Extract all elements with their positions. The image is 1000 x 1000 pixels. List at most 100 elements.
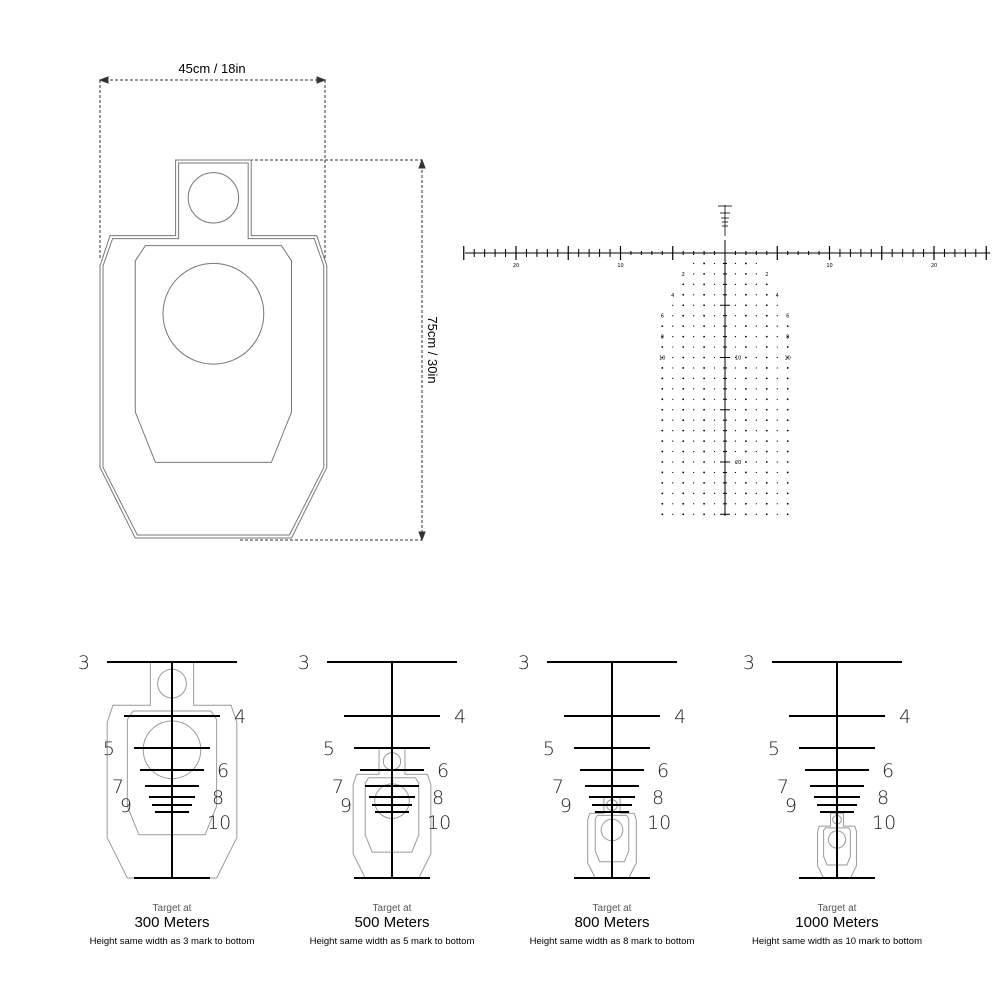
reticle-row-label-left: 6 [661, 314, 664, 320]
panel-note: Height same width as 8 mark to bottom [529, 936, 695, 947]
reticle-holdover-dot [661, 513, 664, 516]
reticle-holdover-dot [786, 367, 789, 369]
reticle-holdover-dot [755, 377, 757, 379]
reticle-holdover-dot [765, 461, 768, 463]
reticle-holdover-dot [755, 336, 757, 338]
reticle-vertical-label: 10 [735, 356, 741, 362]
reticle-holdover-dot [661, 367, 664, 369]
reticle-holdover-dot [672, 430, 674, 432]
reticle-holdover-dot [745, 450, 747, 453]
reticle-holdover-dot [786, 325, 789, 328]
reticle-holdover-dot [703, 471, 705, 474]
reticle-holdover-dot [755, 513, 757, 515]
reticle-holdover-dot [672, 388, 674, 390]
reticle-holdover-dot [776, 336, 778, 338]
reticle-holdover-dot [713, 461, 716, 463]
reticle-holdover-dot [713, 503, 716, 505]
reticle-holdover-dot [765, 314, 768, 317]
reticle-holdover-dot [661, 325, 664, 328]
reticle-holdover-dot [661, 408, 664, 411]
reticle-holdover-dot [672, 419, 674, 421]
reticle-holdover-dot [734, 356, 737, 359]
reticle-holdover-dot [703, 398, 705, 401]
reticle-holdover-dot [776, 388, 778, 390]
stadia-label: 9 [560, 795, 572, 817]
reticle-holdover-dot [693, 419, 695, 421]
reticle-holdover-dot [672, 440, 674, 442]
reticle-holdover-dot [693, 492, 695, 494]
reticle-holdover-dot [745, 346, 747, 348]
reticle-holdover-dot [765, 513, 768, 516]
reticle-holdover-dot [745, 513, 747, 516]
stadia-label: 8 [432, 787, 444, 809]
reticle-holdover-dot [745, 367, 747, 369]
reticle-holdover-dot [745, 377, 747, 380]
reticle-holdover-dot [713, 346, 716, 348]
reticle-row-label-right: 10 [785, 356, 791, 362]
target-body-zone [594, 814, 630, 863]
reticle-holdover-dot [755, 283, 757, 285]
reticle-holdover-dot [682, 283, 685, 286]
reticle-holdover-dot [734, 262, 737, 265]
reticle-holdover-dot [734, 273, 737, 275]
reticle-holdover-dot [776, 440, 778, 442]
stadia-label: 9 [120, 795, 132, 817]
reticle-holdover-dot [713, 304, 716, 306]
reticle-holdover-dot [755, 398, 757, 400]
reticle-holdover-dot [682, 304, 685, 307]
width-dimension [98, 76, 327, 260]
reticle-holdover-dot [776, 513, 778, 515]
reticle-holdover-dot [734, 419, 737, 421]
reticle-vertical-label: 20 [735, 460, 741, 466]
reticle-holdover-dot [693, 336, 695, 338]
reticle-holdover-dot [786, 398, 789, 401]
reticle-holdover-dot [682, 314, 685, 317]
reticle-holdover-dot [734, 450, 737, 453]
reticle-holdover-dot [703, 461, 705, 463]
panel-distance: 500 Meters [354, 914, 430, 931]
stadia-label: 8 [877, 787, 889, 809]
reticle-holdover-dot [755, 419, 757, 421]
reticle-holdover-dot [734, 471, 737, 474]
reticle-holdover-dot [672, 471, 674, 474]
reticle-holdover-dot [661, 419, 664, 422]
reticle-holdover-dot [661, 502, 664, 505]
reticle-holdover-dot [776, 503, 778, 505]
reticle-holdover-dot [734, 367, 737, 369]
reticle-holdover-dot [755, 367, 757, 369]
reticle-holdover-dot [765, 408, 768, 411]
stadia-label: 7 [552, 776, 564, 798]
reticle-holdover-dot [693, 262, 695, 265]
reticle-holdover-dot [672, 336, 674, 338]
reticle-holdover-dot [776, 398, 778, 400]
reticle-holdover-dot [755, 325, 757, 327]
reticle-holdover-dot [734, 346, 737, 348]
stadia-label: 10 [872, 812, 896, 834]
reticle-holdover-dot [703, 314, 705, 317]
reticle-holdover-dot [682, 440, 685, 442]
reticle-holdover-dot [776, 461, 778, 463]
reticle-holdover-dot [755, 356, 757, 359]
reticle-holdover-dot [776, 471, 778, 474]
reticle-holdover-dot [693, 409, 695, 411]
reticle-holdover-dot [672, 367, 674, 369]
target-outline [99, 159, 328, 539]
reticle-holdover-dot [734, 283, 737, 285]
reticle-holdover-dot [682, 293, 685, 296]
target-outline [106, 661, 238, 879]
reticle-holdover-dot [734, 461, 737, 463]
reticle-holdover-dot [786, 502, 789, 505]
reticle-holdover-dot [672, 492, 674, 494]
reticle-holdover-dot [672, 450, 674, 453]
reticle-holdover-dot [672, 346, 674, 348]
reticle-holdover-dot [693, 315, 695, 317]
reticle-holdover-dot [765, 502, 768, 505]
reticle-holdover-dot [786, 440, 789, 442]
target-body-zone [364, 777, 420, 853]
reticle-holdover-dot [745, 325, 747, 328]
